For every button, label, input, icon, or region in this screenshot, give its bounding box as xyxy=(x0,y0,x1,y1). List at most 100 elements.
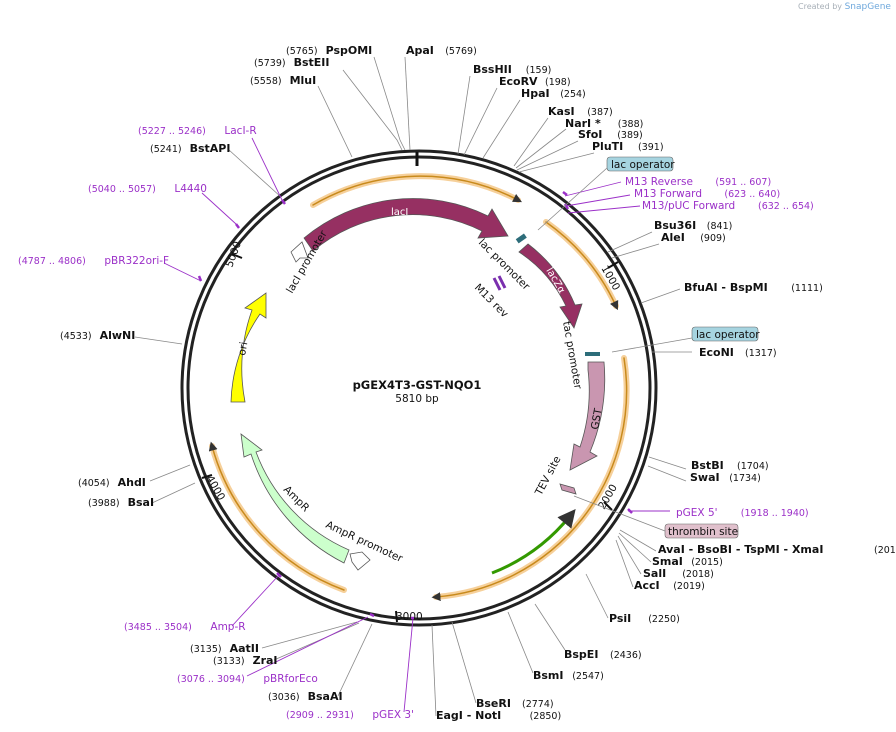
enzyme-position: (159) xyxy=(526,65,552,76)
primer-leaders xyxy=(163,137,670,713)
primer-pbr322ori-f: pBR322ori-F (4787 .. 4806) xyxy=(18,255,169,267)
enzyme-name: AhdI xyxy=(118,476,146,489)
enzyme-position: (3135) xyxy=(190,644,222,655)
enzyme-name: ZraI xyxy=(253,654,278,667)
primer-position: (1918 .. 1940) xyxy=(741,508,809,519)
enzyme-name: SwaI xyxy=(690,471,720,484)
primer-name: pGEX 5' xyxy=(676,507,718,519)
primer-position: (4787 .. 4806) xyxy=(18,256,86,267)
enzyme-name: BstBI xyxy=(691,459,724,472)
enzyme-position: (909) xyxy=(700,233,726,244)
tick-3000: 3000 xyxy=(396,611,423,623)
enzyme-name: AccI xyxy=(634,579,660,592)
enzyme-name: BssHII xyxy=(473,63,512,76)
enzyme-position: (1111) xyxy=(791,283,823,294)
enzyme-site-bsteii: BstEII(5739) xyxy=(254,56,329,69)
enzyme-site-eagi: EagI - NotI(2850) xyxy=(436,709,561,722)
snapgene-logo: SnapGene xyxy=(844,2,891,12)
enzyme-site-bspei: BspEI(2436) xyxy=(564,648,642,661)
enzyme-position: (2774) xyxy=(522,699,554,710)
primer-name: M13 Reverse xyxy=(625,176,693,188)
enzyme-site-pspomi: PspOMI(5765) xyxy=(286,44,372,57)
enzyme-name: ApaI xyxy=(406,44,434,57)
enzyme-site-ahdi: AhdI(4054) xyxy=(78,476,146,489)
primer-position: (3076 .. 3094) xyxy=(177,674,245,685)
laci-label: lacI xyxy=(391,207,408,218)
primer-position: (623 .. 640) xyxy=(724,189,780,200)
plasmid-name: pGEX4T3-GST-NQO1 xyxy=(353,378,482,392)
svg-text:lac operator: lac operator xyxy=(696,329,760,341)
enzyme-position: (2019) xyxy=(673,581,705,592)
enzyme-site-alei: AleI (909) xyxy=(661,231,726,244)
enzyme-site-bfuai: BfuAI - BspMI(1111) xyxy=(684,281,823,294)
enzyme-position: (2436) xyxy=(610,650,642,661)
gst-label: GST xyxy=(589,407,605,431)
enzyme-labels: PspOMI(5765)BstEII(5739) MluI (5558) ApaI (5… xyxy=(60,44,896,722)
primer-labels: LacI-R(5227 .. 5246)L4440(5040 .. 5057)p… xyxy=(18,125,814,721)
tac-operator-mark xyxy=(585,352,600,356)
enzyme-site-bsaai: BsaAI(3036) xyxy=(268,690,343,703)
enzyme-site-bsmi: BsmI(2547) xyxy=(533,669,604,682)
enzyme-position: (254) xyxy=(560,89,586,100)
enzyme-name: PsiI xyxy=(609,612,631,625)
ori-feature xyxy=(230,292,267,403)
primer-pgex5: pGEX 5' (1918 .. 1940) xyxy=(676,507,809,519)
enzyme-site-nari: NarI * (388) xyxy=(565,117,643,130)
enzyme-position: (3036) xyxy=(268,692,300,703)
enzyme-position: (2015) xyxy=(691,557,723,568)
primer-marks xyxy=(197,191,633,620)
enzyme-name: KasI xyxy=(548,105,575,118)
enzyme-name: AvaI - BsoBI - TspMI - XmaI xyxy=(658,543,823,556)
enzyme-position: (388) xyxy=(618,119,644,130)
enzyme-site-mlui: MluI (5558) xyxy=(250,74,316,87)
enzyme-name: NarI * xyxy=(565,117,601,130)
ampr-feature xyxy=(240,433,350,564)
enzyme-name: MluI xyxy=(290,74,317,87)
enzyme-name: BstEII xyxy=(294,56,330,69)
primer-name: pBR322ori-F xyxy=(104,255,169,267)
enzyme-site-swai: SwaI (1734) xyxy=(690,471,761,484)
m13-rev-feature xyxy=(492,233,527,291)
enzyme-name: AlwNI xyxy=(100,329,136,342)
enzyme-position: (3133) xyxy=(213,656,245,667)
thrombin-leader xyxy=(573,495,666,532)
enzyme-position: (5769) xyxy=(445,46,477,57)
primer-name: pGEX 3' xyxy=(372,709,414,721)
tac-promoter-label: tac promoter xyxy=(560,320,584,390)
lac-operator-leader-2 xyxy=(611,337,693,353)
ampr-promoter-feature xyxy=(349,551,371,571)
primer-position: (2909 .. 2931) xyxy=(286,710,354,721)
enzyme-position: (5558) xyxy=(250,76,282,87)
lac-operator-leader-1 xyxy=(537,167,608,231)
gst-feature xyxy=(569,361,606,471)
primer-position: (632 .. 654) xyxy=(758,201,814,212)
enzyme-leaders xyxy=(134,56,692,717)
enzyme-site-bsu36i: Bsu36I(841) xyxy=(654,219,732,232)
enzyme-name: SmaI xyxy=(652,555,683,568)
enzyme-site-econi: EcoNI(1317) xyxy=(699,346,777,359)
enzyme-name: AatII xyxy=(230,642,259,655)
enzyme-site-psii: PsiI (2250) xyxy=(609,612,680,625)
primer-laci-r: LacI-R(5227 .. 5246) xyxy=(138,125,257,137)
svg-text:lac operator: lac operator xyxy=(611,159,675,171)
enzyme-name: AleI xyxy=(661,231,685,244)
lac-operator-box-2: lac operator xyxy=(691,326,760,342)
tev-site-feature xyxy=(559,483,577,495)
enzyme-name: SfoI xyxy=(578,128,602,141)
enzyme-position: (3988) xyxy=(88,498,120,509)
enzyme-position: (2013) xyxy=(874,545,896,556)
enzyme-position: (1734) xyxy=(729,473,761,484)
green-orf-arc xyxy=(491,509,576,575)
primer-position: (3485 .. 3504) xyxy=(124,622,192,633)
enzyme-name: EcoRV xyxy=(499,75,538,88)
enzyme-position: (2250) xyxy=(648,614,680,625)
enzyme-position: (387) xyxy=(587,107,613,118)
plasmid-size: 5810 bp xyxy=(395,393,439,405)
enzyme-name: HpaI xyxy=(521,87,550,100)
enzyme-name: BsmI xyxy=(533,669,564,682)
enzyme-site-avai: AvaI - BsoBI - TspMI - XmaI (2013) xyxy=(658,543,896,556)
primer-name: M13 Forward xyxy=(634,188,702,200)
enzyme-site-acci: AccI (2019) xyxy=(634,579,705,592)
primer-position: (5227 .. 5246) xyxy=(138,126,206,137)
